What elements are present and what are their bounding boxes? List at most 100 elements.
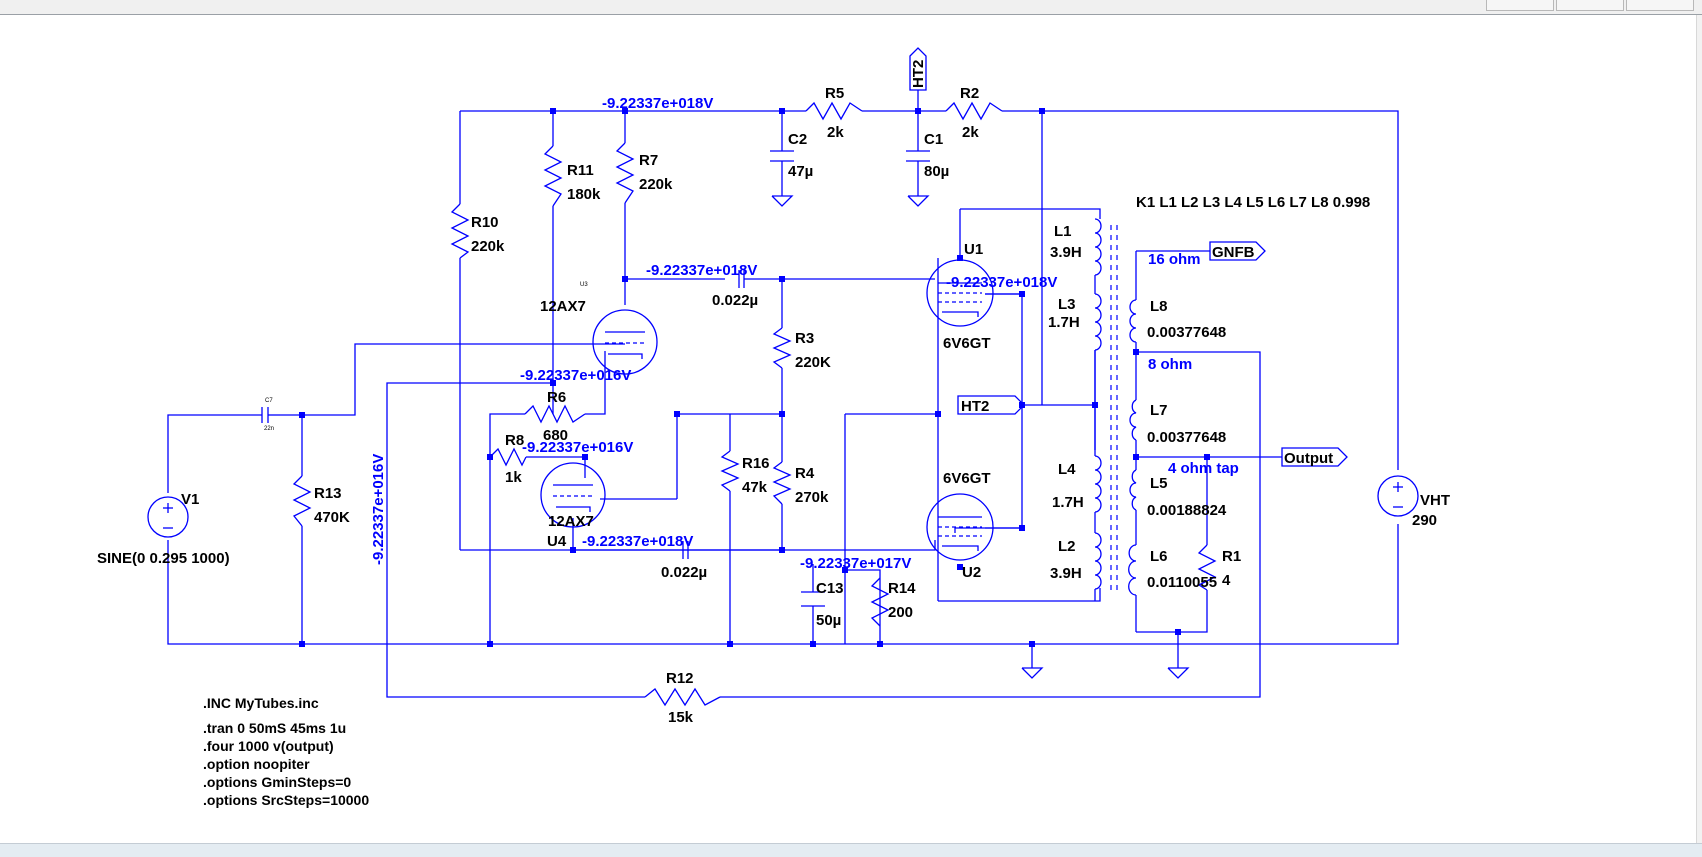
inductor-L5 (1129, 469, 1137, 511)
net-label-u4-grid: -9.22337e+016V (522, 439, 633, 456)
resistor-R2[interactable] (945, 101, 1003, 121)
l5-ref: L5 (1150, 475, 1168, 492)
r10-ref: R10 (471, 214, 499, 231)
r14-ref: R14 (888, 580, 916, 597)
tube-U4[interactable] (540, 462, 606, 528)
u3-ref: U3 (580, 282, 588, 288)
c1-value: 80µ (924, 163, 949, 180)
l6-ref: L6 (1150, 548, 1168, 565)
net-label-top-rail: -9.22337e+018V (602, 95, 713, 112)
status-bar (0, 843, 1702, 857)
port-ht2-top[interactable]: HT2 (909, 47, 927, 91)
schematic-canvas[interactable]: HT2 HT2 GNFB Output R5 2k R2 2k (0, 15, 1702, 843)
port-ht2-mid-label: HT2 (961, 398, 989, 415)
r12-value: 15k (668, 709, 694, 726)
capacitor-Cin[interactable] (261, 407, 280, 423)
maximize-button[interactable] (1556, 0, 1624, 11)
directive-gminsteps: .options GminSteps=0 (203, 774, 351, 790)
l4-ref: L4 (1058, 461, 1076, 478)
c13-value: 50µ (816, 612, 841, 629)
port-output[interactable]: Output (1281, 447, 1348, 467)
capacitor-C1[interactable] (906, 150, 930, 207)
r4-value: 270k (795, 489, 829, 506)
cin-ref: C7 (265, 398, 273, 404)
l8-ref: L8 (1150, 298, 1168, 315)
resistor-R8[interactable] (489, 447, 527, 467)
r2-value: 2k (962, 124, 979, 141)
close-button[interactable] (1626, 0, 1694, 11)
net-label-u3-cathode: -9.22337e+016V (520, 367, 631, 384)
net-label-feedback: -9.22337e+016V (370, 454, 387, 565)
capacitor-C2[interactable] (770, 150, 794, 207)
capacitor-C13[interactable] (801, 591, 825, 607)
r13-value: 470K (314, 509, 350, 526)
inductor-L4 (1094, 455, 1102, 513)
resistor-R13[interactable] (292, 475, 312, 527)
c2-ref: C2 (788, 131, 807, 148)
l4-value: 1.7H (1052, 494, 1084, 511)
resistor-R3[interactable] (772, 327, 792, 369)
resistors (292, 101, 1217, 707)
resistor-R11[interactable] (543, 145, 563, 207)
c1-ref: C1 (924, 131, 943, 148)
directive-tran: .tran 0 50mS 45ms 1u (203, 720, 346, 736)
resistor-R16[interactable] (720, 450, 740, 492)
directive-four: .four 1000 v(output) (203, 738, 334, 754)
r10-value: 220k (471, 238, 505, 255)
tube-U1[interactable] (926, 259, 1022, 327)
port-gnfb[interactable]: GNFB (1209, 241, 1266, 261)
r12-ref: R12 (666, 670, 694, 687)
r16-value: 47k (742, 479, 768, 496)
r1-ref: R1 (1222, 548, 1241, 565)
tap-4-ohm: 4 ohm tap (1168, 460, 1239, 477)
l5-value: 0.00188824 (1147, 502, 1227, 519)
r7-value: 220k (639, 176, 673, 193)
output-transformer[interactable] (1094, 218, 1137, 601)
inductor-L7 (1129, 399, 1137, 441)
schematic-drawing[interactable]: HT2 HT2 GNFB Output R5 2k R2 2k (0, 15, 1702, 843)
resistor-R6[interactable] (524, 404, 586, 424)
resistor-R5[interactable] (805, 101, 863, 121)
l2-value: 3.9H (1050, 565, 1082, 582)
resistor-R7[interactable] (615, 142, 635, 204)
u4-ref: U4 (547, 533, 567, 550)
port-ht2-top-label: HT2 (910, 60, 927, 88)
port-ht2-mid[interactable]: HT2 (957, 395, 1025, 415)
capacitors (261, 150, 930, 607)
resistor-R1[interactable] (1197, 544, 1217, 591)
resistor-R14[interactable] (870, 577, 890, 627)
net-label-u1: -9.22337e+018V (946, 274, 1057, 291)
voltage-source-VHT[interactable] (1377, 475, 1419, 517)
c2-value: 47µ (788, 163, 813, 180)
l8-value: 0.00377648 (1147, 324, 1226, 341)
spice-directives[interactable]: .INC MyTubes.inc .tran 0 50mS 45ms 1u .f… (203, 695, 369, 808)
r14-value: 200 (888, 604, 913, 621)
directive-inc: .INC MyTubes.inc (203, 695, 319, 711)
r7-ref: R7 (639, 152, 658, 169)
u1-value: 6V6GT (943, 335, 991, 352)
ccoup-top-value: 0.022µ (712, 292, 758, 309)
u3-value: 12AX7 (540, 298, 586, 315)
resistor-R10[interactable] (450, 203, 470, 259)
r6-value: 680 (543, 427, 568, 444)
capacitor-Ccoup-bot[interactable] (682, 541, 689, 559)
c13-ref: C13 (816, 580, 844, 597)
inductor-L1 (1094, 218, 1102, 276)
r11-value: 180k (567, 186, 601, 203)
wires (167, 72, 1399, 698)
r3-ref: R3 (795, 330, 814, 347)
tube-U2[interactable] (926, 493, 994, 561)
resistor-R12[interactable] (644, 687, 721, 707)
vertical-scrollbar[interactable] (1696, 15, 1702, 843)
net-label-output-cathodes: -9.22337e+017V (800, 555, 911, 572)
voltage-source-V1[interactable] (147, 496, 189, 538)
l3-ref: L3 (1058, 296, 1076, 313)
v1-value: SINE(0 0.295 1000) (97, 550, 230, 567)
coupling-directive: K1 L1 L2 L3 L4 L5 L6 L7 L8 0.998 (1136, 194, 1370, 211)
resistor-R4[interactable] (772, 461, 792, 505)
minimize-button[interactable] (1486, 0, 1554, 11)
tube-U3[interactable] (592, 309, 658, 375)
tap-8-ohm: 8 ohm (1148, 356, 1192, 373)
capacitor-Ccoup-top[interactable] (738, 270, 745, 288)
vht-value: 290 (1412, 512, 1437, 529)
